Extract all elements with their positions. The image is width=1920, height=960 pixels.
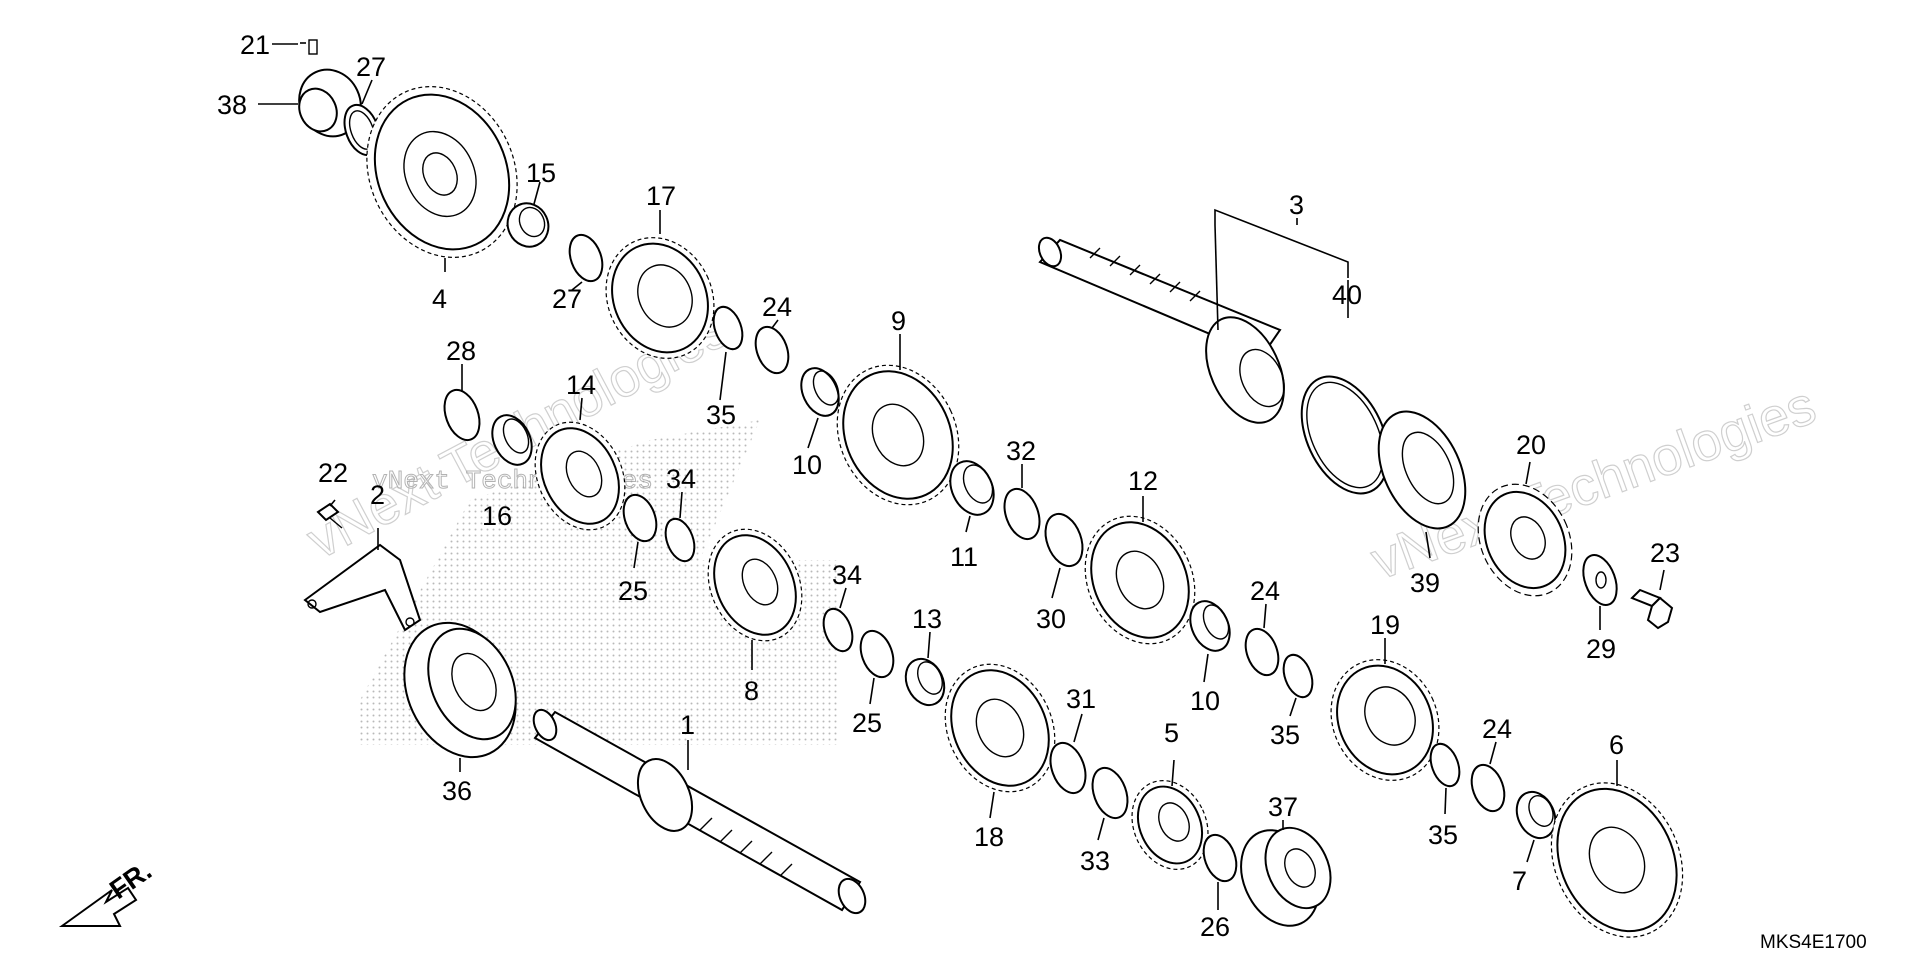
part-10-needle-bearing <box>800 367 840 417</box>
part-31-spline-washer <box>1049 741 1087 795</box>
callout-30: 30 <box>1036 604 1066 634</box>
part-34-snap-ring <box>664 517 696 563</box>
part-35-snap-ring <box>712 305 744 351</box>
part-24-washer <box>1470 763 1506 813</box>
part-1-mainshaft <box>532 708 867 915</box>
callout-27: 27 <box>552 284 582 314</box>
part-25-washer <box>622 493 658 543</box>
part-34-snap-ring <box>822 607 854 653</box>
part-29-washer <box>1582 554 1618 606</box>
callout-37: 37 <box>1268 792 1298 822</box>
callout-7: 7 <box>1512 866 1527 896</box>
part-20-drive-sprocket <box>1477 483 1573 597</box>
callout-10: 10 <box>1190 686 1220 716</box>
callout-24: 24 <box>762 292 792 322</box>
callout-12: 12 <box>1128 466 1158 496</box>
part-24-washer <box>1244 627 1280 677</box>
callout-15: 15 <box>526 158 556 188</box>
callout-labels: 21 38 27 4 15 27 17 28 14 35 24 10 9 11 … <box>217 30 1680 942</box>
callout-17: 17 <box>646 181 676 211</box>
callout-3: 3 <box>1289 190 1304 220</box>
part-4-large-gear <box>366 86 518 258</box>
callout-31: 31 <box>1066 684 1096 714</box>
part-15-bushing <box>506 202 550 248</box>
callout-18: 18 <box>974 822 1004 852</box>
part-13-needle-bearing <box>904 657 946 707</box>
part-12-gear <box>1084 515 1196 645</box>
callout-24: 24 <box>1482 714 1512 744</box>
part-33-lock-washer <box>1091 766 1129 820</box>
callout-34: 34 <box>666 464 696 494</box>
callout-40: 40 <box>1332 280 1362 310</box>
part-14-gear <box>534 421 626 531</box>
callout-1: 1 <box>680 710 695 740</box>
callout-10: 10 <box>792 450 822 480</box>
part-25-washer <box>859 629 895 679</box>
part-10-needle-bearing <box>1189 600 1231 652</box>
callout-34: 34 <box>832 560 862 590</box>
part-7-bushing <box>1515 790 1557 840</box>
callout-11: 11 <box>950 542 978 572</box>
part-16-bushing <box>491 414 533 466</box>
part-24-washer <box>754 325 790 375</box>
callout-35: 35 <box>1428 820 1458 850</box>
callout-28: 28 <box>446 336 476 366</box>
part-35-snap-ring <box>1429 742 1461 788</box>
part-30-spline-washer <box>1044 512 1084 568</box>
callout-33: 33 <box>1080 846 1110 876</box>
part-19-gear <box>1330 659 1440 781</box>
callout-8: 8 <box>744 676 759 706</box>
callout-19: 19 <box>1370 610 1400 640</box>
part-39-oil-seal <box>1377 410 1467 530</box>
callout-5: 5 <box>1164 718 1179 748</box>
callout-21: 21 <box>240 30 270 60</box>
part-8-gear <box>707 528 803 642</box>
part-22-bolt <box>316 502 343 529</box>
callout-26: 26 <box>1200 912 1230 942</box>
leader-lines <box>258 42 1665 910</box>
part-2-bracket <box>303 543 422 632</box>
part-26-washer <box>1202 833 1238 883</box>
callout-13: 13 <box>912 604 942 634</box>
part-36-bearing <box>403 621 517 759</box>
callout-35: 35 <box>1270 720 1300 750</box>
part-27-washer <box>568 233 604 283</box>
part-6-gear <box>1550 782 1684 938</box>
callout-23: 23 <box>1650 538 1680 568</box>
part-11-bushing <box>949 460 995 516</box>
callout-20: 20 <box>1516 430 1546 460</box>
part-18-gear <box>944 663 1056 793</box>
part-5-gear <box>1131 780 1209 870</box>
callout-36: 36 <box>442 776 472 806</box>
callout-39: 39 <box>1410 568 1440 598</box>
callout-4: 4 <box>432 284 447 314</box>
callout-32: 32 <box>1006 436 1036 466</box>
callout-38: 38 <box>217 90 247 120</box>
callout-2: 2 <box>370 480 385 510</box>
callout-16: 16 <box>482 501 512 531</box>
callout-25: 25 <box>618 576 648 606</box>
part-28-washer <box>443 388 481 442</box>
callout-29: 29 <box>1586 634 1616 664</box>
callout-35: 35 <box>706 400 736 430</box>
callout-9: 9 <box>891 306 906 336</box>
part-37-bearing <box>1240 826 1332 927</box>
callout-22: 22 <box>318 458 348 488</box>
part-17-gear <box>605 237 715 359</box>
part-9-gear <box>836 364 960 506</box>
front-direction-arrow: FR. <box>58 855 157 927</box>
callout-27: 27 <box>356 52 386 82</box>
part-35-snap-ring <box>1282 653 1314 699</box>
callout-14: 14 <box>566 370 596 400</box>
part-3-countershaft <box>1037 236 1285 424</box>
part-32-lock-washer <box>1003 487 1041 541</box>
callout-6: 6 <box>1609 730 1624 760</box>
callout-24: 24 <box>1250 576 1280 606</box>
diagram-code: MKS4E1700 <box>1760 932 1867 953</box>
part-23-bolt <box>1630 588 1674 630</box>
callout-25: 25 <box>852 708 882 738</box>
